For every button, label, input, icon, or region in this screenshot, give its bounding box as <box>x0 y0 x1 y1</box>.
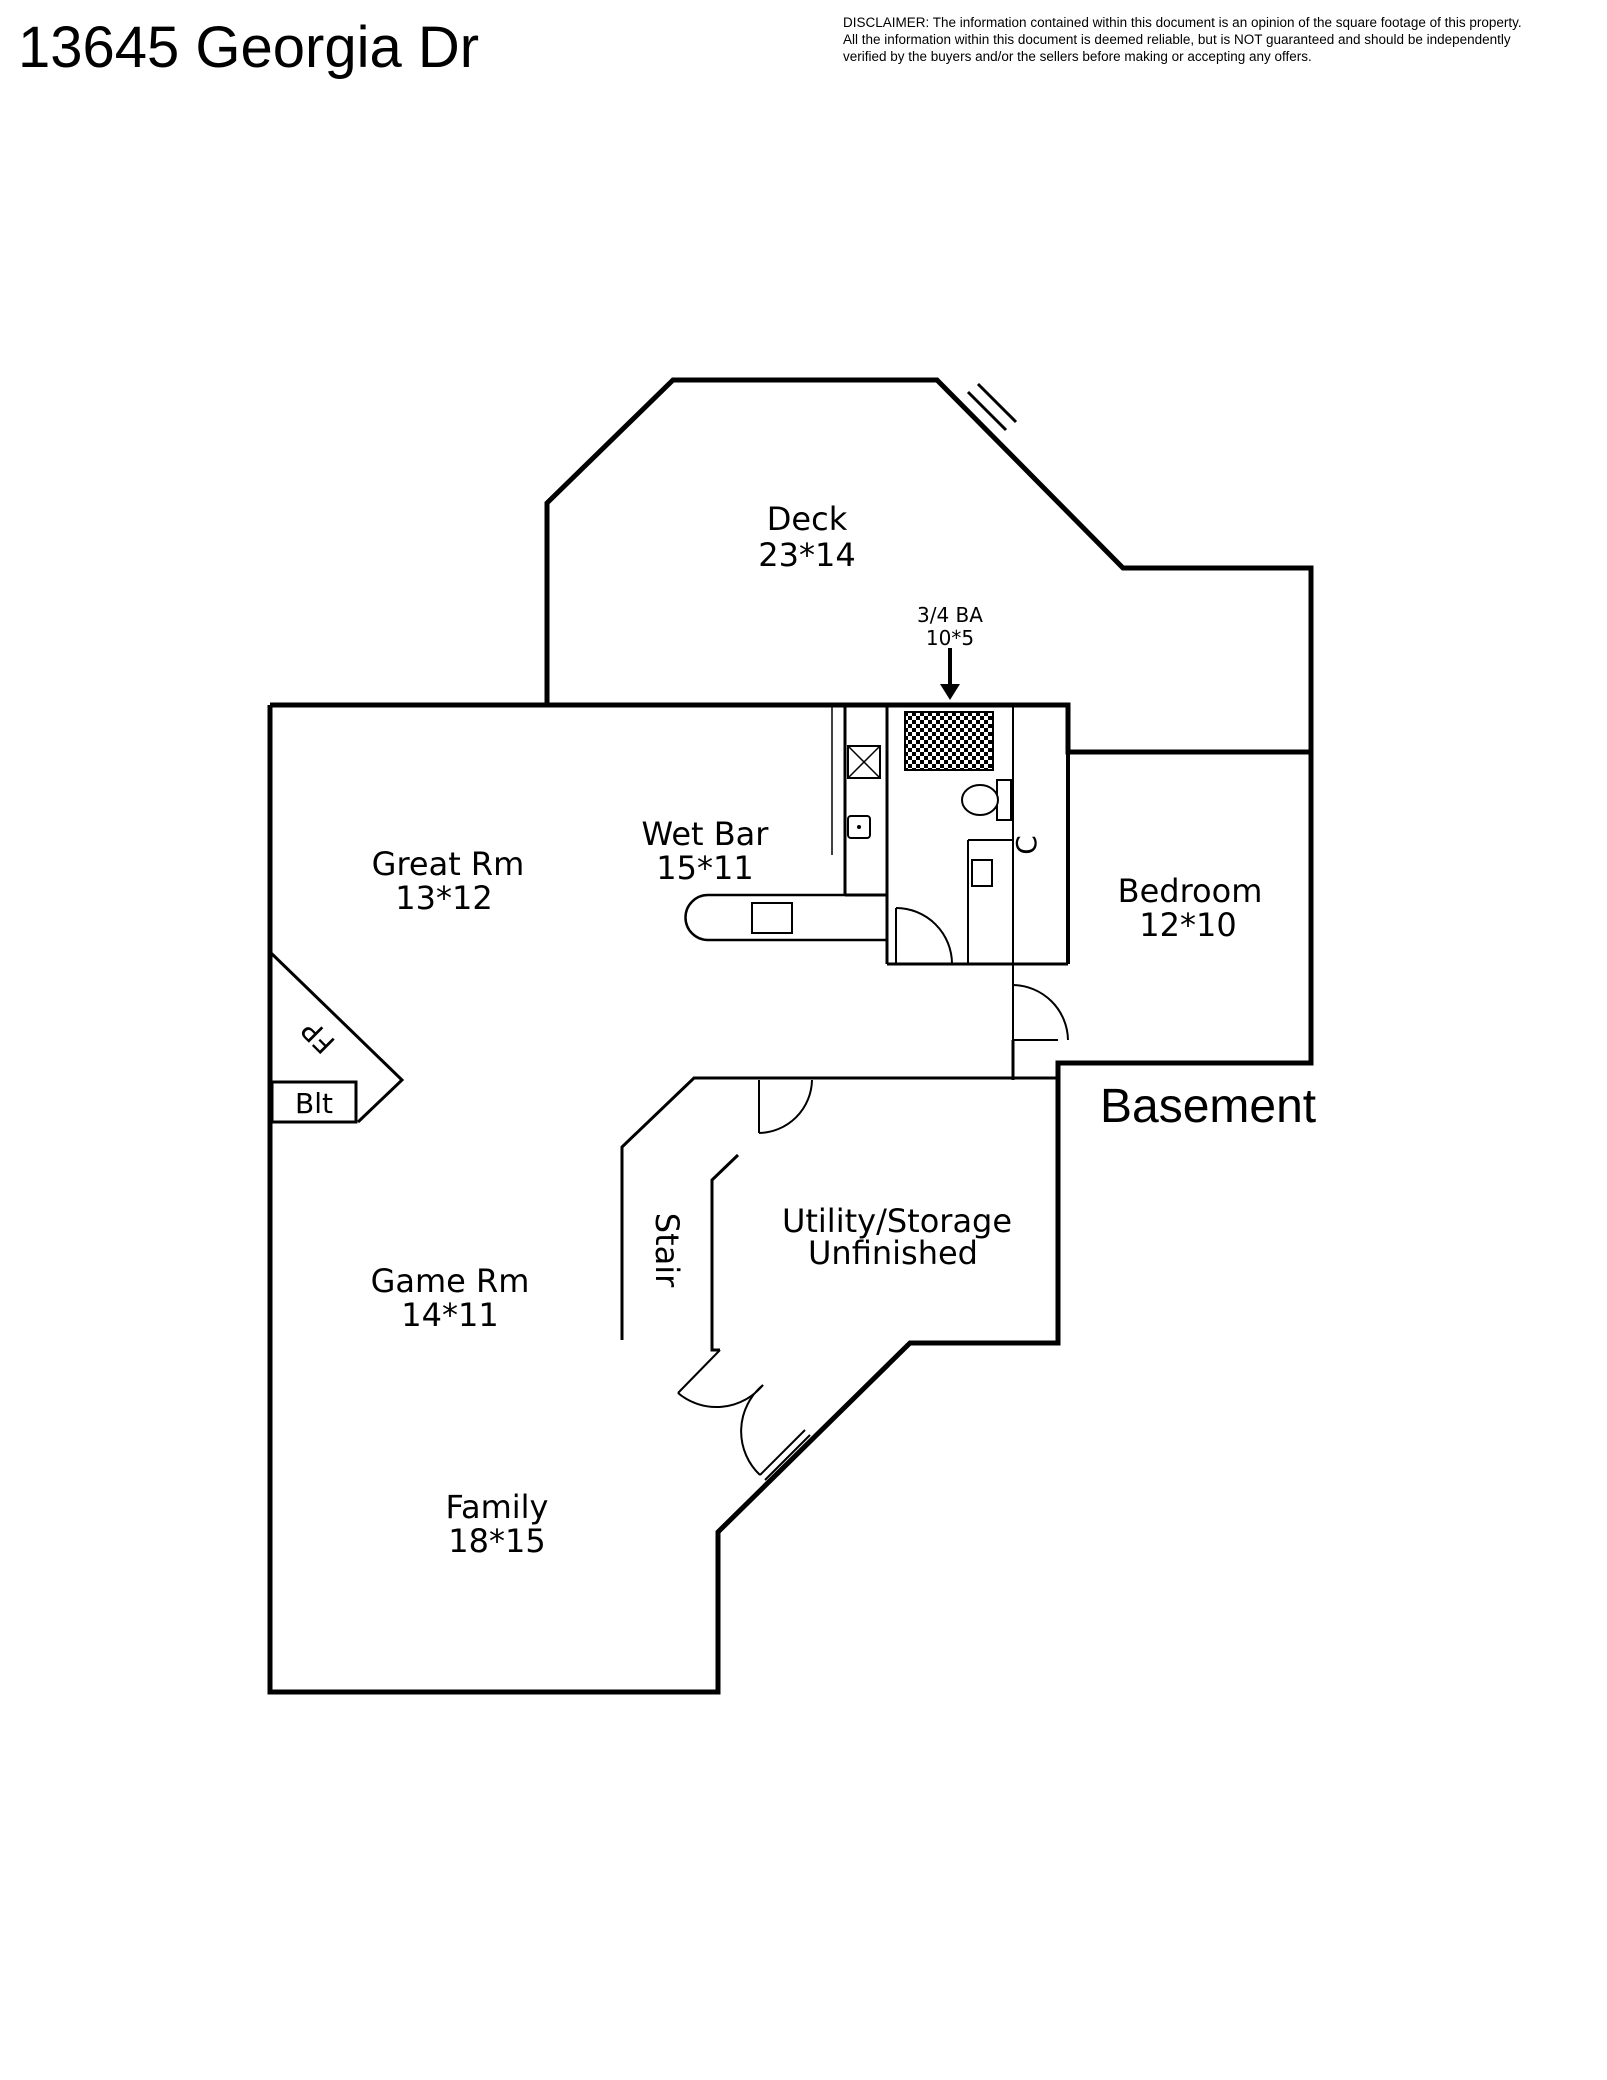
fireplace <box>268 950 405 1124</box>
deck-outline <box>544 377 1314 755</box>
disclaimer-line: DISCLAIMER: The information contained wi… <box>843 15 1522 30</box>
great-rm-size: 13*12 <box>395 879 492 917</box>
closet-label: C <box>1010 835 1043 855</box>
deck-slider-mark <box>976 382 1018 424</box>
game-rm-name: Game Rm <box>371 1262 530 1300</box>
toilet-bowl <box>961 784 999 816</box>
deck-name: Deck <box>767 500 848 538</box>
bath-arrow <box>940 684 960 700</box>
bar-counter <box>684 893 887 942</box>
bath-door-swing <box>895 907 953 965</box>
deck-size: 23*14 <box>758 536 855 574</box>
stair-wall <box>710 1153 740 1352</box>
wet-bar-name: Wet Bar <box>642 815 770 853</box>
double-door-swing <box>740 1384 764 1476</box>
great-rm-name: Great Rm <box>372 845 525 883</box>
game-rm-size: 14*11 <box>401 1296 498 1334</box>
double-door <box>677 1349 721 1394</box>
floor-label: Basement <box>1100 1080 1316 1133</box>
utility-door-swing <box>758 1079 813 1134</box>
wet-bar-size: 15*11 <box>656 849 753 887</box>
double-door <box>759 1429 806 1476</box>
toilet-tank <box>996 779 1012 821</box>
double-door <box>764 1434 811 1481</box>
bedroom-size: 12*10 <box>1139 906 1236 944</box>
exterior-wall <box>267 702 1314 1695</box>
built-in-label: Blt <box>295 1087 333 1120</box>
bedroom-door <box>1012 984 1069 1041</box>
family-name: Family <box>446 1488 549 1526</box>
bar-sink <box>857 825 861 829</box>
disclaimer: DISCLAIMER: The information contained wi… <box>843 14 1603 65</box>
utility-size: Unfinished <box>808 1234 978 1272</box>
bar-appliance <box>751 902 793 934</box>
bedroom-name: Bedroom <box>1118 872 1263 910</box>
bath-name: 3/4 BA <box>917 603 983 627</box>
deck-slider-mark <box>966 390 1008 432</box>
utility-wall <box>620 1076 1058 1340</box>
bath-size: 10*5 <box>926 626 974 650</box>
disclaimer-line: All the information within this document… <box>843 32 1511 47</box>
page-title: 13645 Georgia Dr <box>18 15 480 80</box>
utility-name: Utility/Storage <box>782 1202 1012 1240</box>
built-in <box>270 1080 358 1124</box>
refrigerator <box>847 745 881 779</box>
fireplace-label: FP <box>295 1013 342 1060</box>
stair-label: Stair <box>648 1213 686 1288</box>
bath-sink <box>971 859 993 887</box>
shower <box>904 711 994 771</box>
family-size: 18*15 <box>448 1522 545 1560</box>
double-door-swing <box>677 1384 764 1408</box>
disclaimer-line: verified by the buyers and/or the seller… <box>843 49 1312 64</box>
